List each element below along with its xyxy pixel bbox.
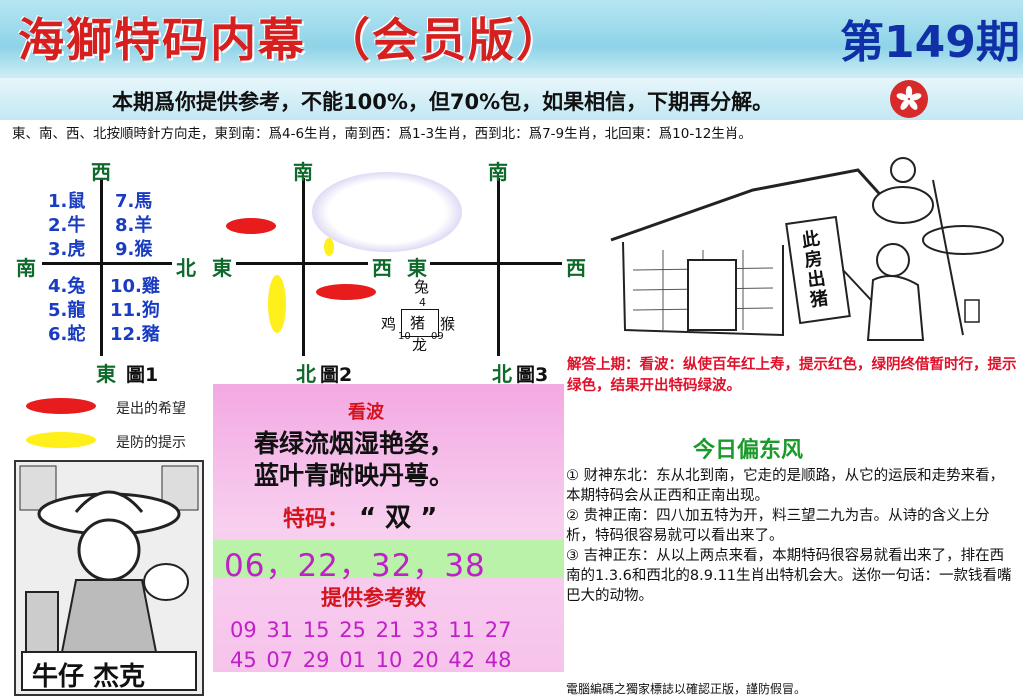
zodiac-item: 10.雞 — [110, 276, 160, 297]
diagram3-bottom-label: 北 — [492, 362, 512, 386]
diagram1-bottom-label: 東 — [96, 362, 116, 386]
kanbo-label: 看波 — [348, 402, 384, 423]
diagram3-right-label: 西 — [566, 256, 586, 280]
mini-top-label: 兔 — [414, 278, 430, 296]
red-oval-marker — [316, 284, 376, 300]
red-oval-marker — [226, 218, 276, 234]
hk-flag-icon — [890, 80, 928, 118]
diagram3-left-label: 東 — [407, 256, 427, 280]
zodiac-item: 9.猴 — [115, 239, 153, 260]
analysis-body: ① 财神东北：东从北到南，它走的是顺路，从它的运辰和走势来看，本期特码会从正西和… — [566, 466, 1018, 606]
mini-center-box — [401, 309, 439, 337]
diagram2-bottom-label: 北 — [296, 362, 316, 386]
notice-bar — [0, 78, 1023, 120]
legend-red-swatch — [26, 398, 96, 414]
yellow-oval-marker — [324, 238, 334, 256]
diagram3-horizontal-axis — [430, 262, 562, 265]
mini-bottom-left-number: 10 — [398, 331, 411, 342]
diagram2-left-label: 東 — [212, 256, 232, 280]
diagram1-caption: 圖1 — [126, 364, 159, 386]
analysis-paragraph-2: ② 贵神正南：四八加五特为开，料三望二九为吉。从诗的含义上分析，特码很容易就可以… — [566, 508, 990, 544]
center-prediction-panel — [213, 384, 564, 672]
recommended-numbers: 06，22，32，38 — [224, 548, 486, 584]
special-code-value: “ 双 ” — [359, 503, 438, 533]
header-band — [0, 0, 1023, 78]
analysis-title: 今日偏东风 — [693, 438, 804, 463]
special-code-label: 特码： — [283, 507, 350, 532]
legend-red-label: 是出的希望 — [116, 401, 186, 417]
zodiac-item: 7.馬 — [115, 191, 153, 212]
diagram2-top-label: 南 — [293, 160, 313, 184]
zodiac-item: 6.蛇 — [48, 324, 86, 345]
overlay-blob — [312, 172, 462, 252]
diagram3-vertical-axis — [497, 178, 500, 356]
reference-numbers-row-2: 45 07 29 01 10 20 42 48 — [230, 648, 512, 672]
issue-number: 第149期 — [840, 17, 1020, 68]
diagram2-vertical-axis — [302, 178, 305, 356]
footer-authenticity-note: 電腦編碼之獨家標誌以確認正版，謹防假冒。 — [566, 682, 807, 696]
house-comic-illustration: 此房出猪 — [603, 150, 1018, 348]
zodiac-item: 8.羊 — [115, 215, 153, 236]
diagram1-right-label: 北 — [176, 256, 196, 280]
notice-text: 本期爲你提供参考，不能100%，但70%包，如果相信，下期再分解。 — [112, 90, 774, 114]
zodiac-item: 1.鼠 — [48, 191, 86, 212]
poem-line-2: 蓝叶青跗映丹萼。 — [254, 461, 455, 490]
diagram1-left-label: 南 — [16, 256, 36, 280]
analysis-paragraph-1: ① 财神东北：东从北到南，它走的是顺路，从它的运辰和走势来看，本期特码会从正西和… — [566, 468, 1005, 504]
page-title: 海獅特码内幕 （会员版） — [18, 13, 565, 67]
numbers-band — [213, 540, 564, 578]
zodiac-item: 2.牛 — [48, 215, 86, 236]
zodiac-item: 12.豬 — [110, 324, 160, 345]
mini-bottom-right-number: 09 — [431, 331, 444, 342]
yellow-oval-marker — [268, 275, 286, 333]
diagram1-vertical-axis — [100, 178, 103, 356]
diagram2-caption: 圖2 — [320, 364, 353, 386]
zodiac-item: 3.虎 — [48, 239, 86, 260]
mini-left-label: 鸡 — [381, 315, 397, 333]
diagram1-top-label: 西 — [91, 160, 111, 184]
zodiac-item: 11.狗 — [110, 300, 160, 321]
reference-numbers-row-1: 09 31 15 25 21 33 11 27 — [230, 618, 512, 642]
mini-right-label: 猴 — [440, 315, 456, 333]
diagram2-horizontal-axis — [236, 262, 368, 265]
analysis-paragraph-3: ③ 吉神正东：从以上两点来看，本期特码很容易就看出来了，排在西南的1.3.6和西… — [566, 548, 1012, 604]
comic-left-text: 牛仔 杰克 — [32, 662, 146, 692]
diagram1-horizontal-axis — [42, 262, 172, 265]
diagram3-top-label: 南 — [488, 160, 508, 184]
reference-numbers-title: 提供参考数 — [321, 586, 426, 610]
direction-rule-text: 東、南、西、北按順時針方向走，東到南：爲4-6生肖，南到西：爲1-3生肖，西到北… — [12, 126, 752, 142]
zodiac-item: 4.兔 — [48, 276, 86, 297]
poem-line-1: 春绿流烟湿艳姿， — [254, 429, 455, 458]
mini-bottom-label: 龙 — [412, 336, 428, 354]
mini-center-label: 猪 — [410, 314, 426, 332]
diagram2-right-label: 西 — [372, 256, 392, 280]
mini-top-number: 4 — [419, 296, 426, 309]
cowboy-comic-illustration: 牛仔 杰克 — [14, 460, 204, 696]
legend-yellow-swatch — [26, 432, 96, 448]
zodiac-item: 5.龍 — [48, 300, 86, 321]
diagram3-caption: 圖3 — [516, 364, 549, 386]
previous-answer-text: 解答上期：看波：纵使百年红上寿，提示红色，绿阴终借暂时行，提示绿色，结果开出特码… — [567, 357, 1017, 394]
special-code-line: 特码： “ 双 ” — [283, 497, 437, 534]
legend-yellow-label: 是防的提示 — [116, 435, 186, 451]
